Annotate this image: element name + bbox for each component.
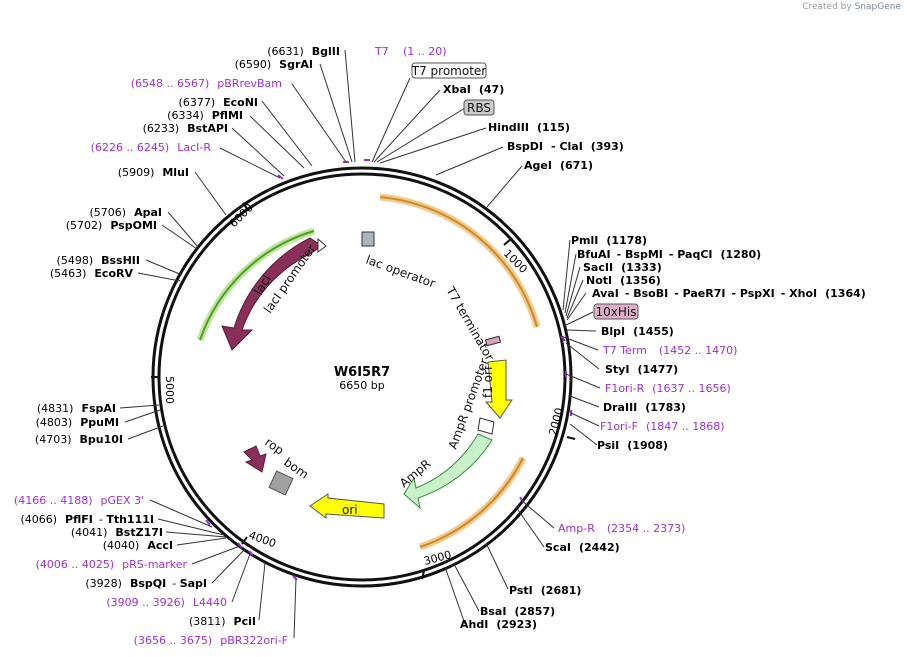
- primer-prs-marker[interactable]: (4006 .. 4025)pRS-marker: [36, 558, 188, 571]
- site-sgrai[interactable]: (6590)SgrAI: [235, 58, 313, 71]
- primer-pgex[interactable]: (4166 .. 4188)pGEX 3': [14, 494, 144, 507]
- feature-label-ori: ori: [342, 503, 358, 517]
- rop-arrow[interactable]: [243, 445, 267, 473]
- tick-2000: [566, 436, 576, 440]
- laci-promoter-arrow: [317, 237, 327, 253]
- arc-laci-feature-core: [199, 230, 315, 341]
- primer-f1ori-f[interactable]: F1ori-F(1847 .. 1868): [600, 420, 725, 433]
- arc-amp-feature-core: [419, 457, 524, 548]
- primer-mark-prs-marker: [237, 542, 243, 549]
- plasmid-name: W6I5R7: [334, 365, 390, 380]
- rbs-box: [463, 99, 495, 116]
- site-psii[interactable]: PsiI(1908): [597, 439, 668, 452]
- rbs-label: RBS: [467, 101, 491, 115]
- site-noti[interactable]: NotI(1356): [586, 274, 661, 287]
- site-xhoi-group[interactable]: AvaI- BsoBI- PaeR7I- PspXI- XhoI(1364): [592, 287, 866, 300]
- primer-mark-t7-term: [560, 335, 566, 342]
- site-psti[interactable]: PstI(2681): [509, 584, 581, 597]
- ori-arrow[interactable]: [309, 493, 385, 519]
- site-bstapi[interactable]: (6233)BstAPI: [143, 122, 228, 135]
- site-ppumi[interactable]: (4803)PpuMI: [36, 416, 119, 429]
- site-bspdi-clai[interactable]: BspDI- ClaI(393): [507, 140, 624, 153]
- site-agei[interactable]: AgeI(671): [524, 159, 593, 172]
- t7-promoter-box: [411, 62, 487, 79]
- site-bspqi-sapi[interactable]: (3928)BspQI- SapI: [85, 577, 207, 590]
- site-bpu10i[interactable]: (4703)Bpu10I: [35, 433, 123, 446]
- f1-ori-arrow[interactable]: [484, 359, 513, 419]
- tick-label-5000: 5000: [163, 376, 176, 404]
- credit-prefix: Created by: [802, 2, 852, 12]
- site-psshii[interactable]: (5498)BssHII: [57, 254, 140, 267]
- bom-block: [268, 470, 294, 496]
- site-xbai[interactable]: XbaI(47): [443, 83, 504, 96]
- tick-group: [151, 202, 576, 580]
- primer-mark-laci-r: [277, 174, 284, 180]
- primer-l4440[interactable]: (3909 .. 3926)L4440: [106, 596, 227, 609]
- left-leader-lines: [119, 49, 356, 639]
- site-hindiii[interactable]: HindIII(115): [488, 121, 570, 134]
- ampr-arrow[interactable]: [403, 433, 493, 510]
- t7-label-name: T7: [374, 45, 389, 58]
- primer-f1ori-r[interactable]: F1ori-R(1637 .. 1656): [605, 382, 731, 395]
- primer-pbrrevbam[interactable]: (6548 .. 6567)pBRrevBam: [131, 77, 282, 90]
- tick-4000: [241, 536, 248, 545]
- site-pflfi-tth111i[interactable]: (4066)PflFI- Tth111I: [20, 513, 154, 526]
- site-acci[interactable]: (4040)AccI: [103, 539, 173, 552]
- his-tag-box: [593, 303, 639, 320]
- plasmid-length: 6650 bp: [339, 379, 384, 392]
- site-pspomi[interactable]: (5702)PspOMI: [66, 219, 157, 232]
- feature-label-f1-ori: f1 ori: [481, 367, 495, 398]
- feature-label-lac-operator: lac operator: [364, 253, 437, 291]
- left-label-group: (6631)BglII (6590)SgrAI (6548 .. 6567)pB…: [14, 45, 340, 647]
- primer-t7-term[interactable]: T7 Term(1452 .. 1470): [602, 344, 737, 357]
- tick-3000: [421, 570, 425, 580]
- snapgene-brand[interactable]: SnapGene: [854, 2, 901, 12]
- ampr-promoter-arrow: [477, 417, 495, 435]
- primer-mark-pgex: [205, 519, 211, 526]
- tick-6000: [242, 202, 249, 211]
- site-blpi[interactable]: BlpI(1455): [601, 325, 674, 338]
- site-ecorv[interactable]: (5463)EcoRV: [50, 267, 134, 280]
- site-pmli[interactable]: PmlI(1178): [571, 234, 647, 247]
- site-pcii[interactable]: (3811)PciI: [189, 615, 256, 628]
- site-bglii[interactable]: (6631)BglII: [267, 45, 340, 58]
- right-leader-lines: [371, 77, 601, 625]
- site-mlui[interactable]: (5909)MluI: [118, 166, 189, 179]
- primer-mark-l4440: [248, 550, 254, 556]
- site-draiii[interactable]: DraIII(1783): [603, 401, 686, 414]
- feature-label-t7-terminator: T7 terminator: [443, 284, 497, 363]
- site-sacii[interactable]: SacII(1333): [583, 261, 662, 274]
- primer-laci-r[interactable]: (6226 .. 6245)LacI-R: [91, 141, 212, 154]
- primer-amp-r[interactable]: Amp-R(2354 .. 2373): [558, 522, 685, 535]
- his-tag-label: 10xHis: [596, 305, 637, 319]
- site-ahdi[interactable]: AhdI(2923): [460, 618, 537, 631]
- created-by-credit: Created by SnapGene: [802, 2, 901, 12]
- lac-operator-marker: [361, 231, 375, 247]
- tick-1000: [503, 237, 513, 246]
- site-scai[interactable]: ScaI(2442): [545, 541, 620, 554]
- site-bsai[interactable]: BsaI(2857): [480, 605, 555, 618]
- primer-pbr322ori-f[interactable]: (3656 .. 3675)pBR322ori-F: [134, 634, 288, 647]
- t7-terminator-marker: [484, 335, 502, 347]
- site-pflmi[interactable]: (6334)PflMI: [167, 109, 243, 122]
- arc-amp-feature: [418, 456, 527, 551]
- right-label-group: XbaI(47) HindIII(115) BspDI- ClaI(393) A…: [443, 83, 866, 631]
- site-apai[interactable]: (5706)ApaI: [90, 206, 162, 219]
- site-econi[interactable]: (6377)EcoNI: [179, 96, 258, 109]
- arc-lac-feature-core: [379, 196, 538, 328]
- t7-label-range: (1 .. 20): [403, 45, 447, 58]
- site-bstz17i[interactable]: (4041)BstZ17I: [71, 526, 163, 539]
- site-bfuai-bspmi-paqci[interactable]: BfuAI- BspMI- PaqCI(1280): [577, 248, 761, 261]
- site-fspai[interactable]: (4831)FspAI: [37, 402, 116, 415]
- laci-arrow[interactable]: [221, 237, 323, 351]
- site-styi[interactable]: StyI(1477): [605, 363, 678, 376]
- t7-promoter-label: T7 promoter: [411, 64, 487, 78]
